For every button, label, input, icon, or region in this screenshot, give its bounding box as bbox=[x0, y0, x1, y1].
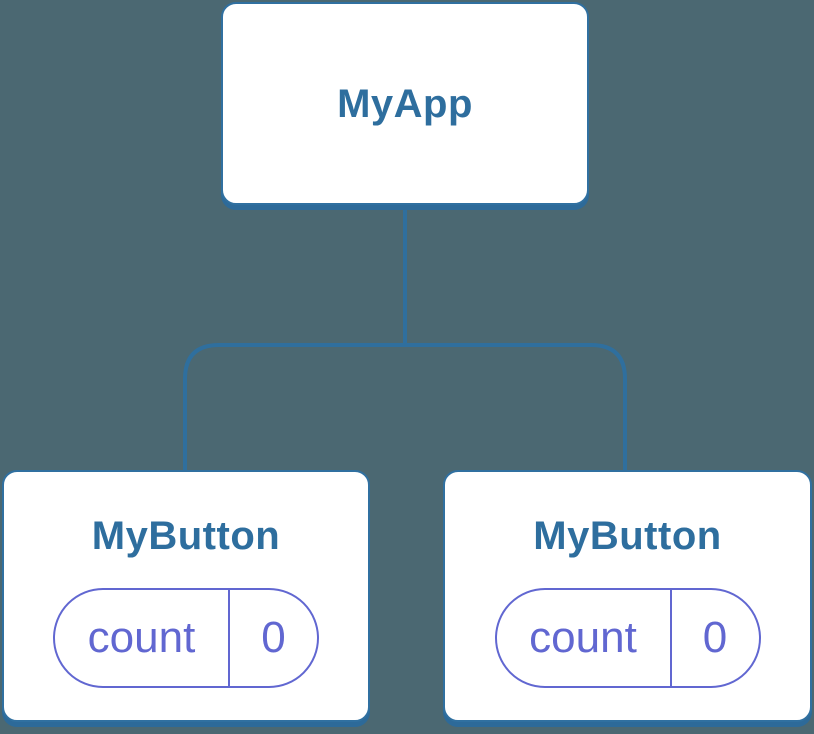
state-value-cell-2: 0 bbox=[672, 590, 759, 686]
state-key-cell-1: count bbox=[55, 590, 230, 686]
component-node-myapp: MyApp bbox=[221, 2, 589, 205]
state-pill-2: count 0 bbox=[494, 588, 761, 688]
component-label-myapp: MyApp bbox=[337, 81, 473, 126]
state-value-label: 0 bbox=[261, 613, 286, 662]
component-label-mybutton-2: MyButton bbox=[533, 514, 722, 558]
state-key-label: count bbox=[529, 613, 637, 662]
state-pill-1: count 0 bbox=[53, 588, 319, 688]
component-node-mybutton-1: MyButton count 0 bbox=[2, 470, 370, 722]
connector-branch-bracket bbox=[183, 343, 627, 470]
component-node-mybutton-2: MyButton count 0 bbox=[443, 470, 812, 722]
state-key-label: count bbox=[87, 613, 196, 662]
state-value-cell-1: 0 bbox=[230, 590, 317, 686]
state-value-label: 0 bbox=[702, 613, 728, 662]
state-key-cell-2: count bbox=[497, 590, 672, 686]
component-label-mybutton-1: MyButton bbox=[91, 514, 281, 558]
